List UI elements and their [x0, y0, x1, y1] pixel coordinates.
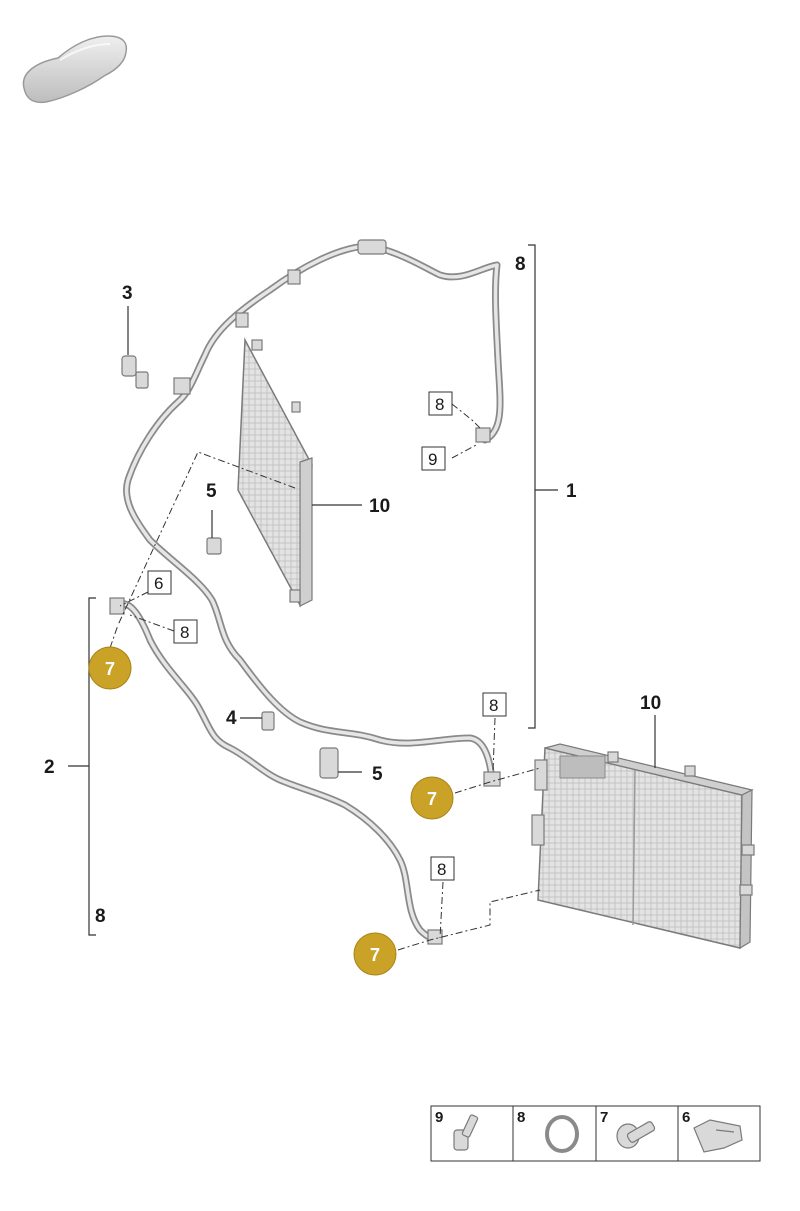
- o-ring-icon: [545, 1115, 579, 1153]
- condenser-upper: [237, 337, 313, 608]
- callout-8-top: 8: [515, 254, 526, 275]
- screw-icon: [616, 1121, 656, 1149]
- box-label-8-d: 8: [437, 860, 446, 879]
- leader-lines: [68, 244, 656, 936]
- callout-1: 1: [566, 481, 577, 502]
- refrigerant-line-1: [123, 239, 504, 787]
- callout-8-left: 8: [95, 906, 106, 927]
- vehicle-silhouette-icon: [22, 35, 128, 104]
- callout-numbers: 1 2 3 4 5 5 8 8 10 10: [44, 254, 661, 927]
- box-label-6: 6: [154, 574, 163, 593]
- refrigerant-line-2: [109, 597, 443, 945]
- circle-label-7-c: 7: [370, 945, 380, 965]
- callout-3: 3: [122, 283, 133, 304]
- circle-label-7-b: 7: [427, 789, 437, 809]
- callout-5-lower: 5: [372, 764, 383, 785]
- clip-part-4: [261, 711, 275, 731]
- box-label-8-a: 8: [435, 395, 444, 414]
- boxed-labels: 8 9 6 8 8 8: [147, 391, 507, 881]
- callout-10-lower: 10: [640, 693, 661, 714]
- bolt-icon: [453, 1114, 479, 1151]
- legend-label-9: 9: [435, 1109, 443, 1126]
- legend-label-8: 8: [517, 1109, 525, 1126]
- sensor-part-3: [121, 355, 149, 389]
- dash-callouts: [109, 403, 541, 951]
- box-label-8-c: 8: [489, 696, 498, 715]
- legend-label-6: 6: [682, 1109, 690, 1126]
- callout-4: 4: [226, 708, 237, 729]
- box-label-8-b: 8: [180, 623, 189, 642]
- bracket-part-5-lower: [319, 747, 339, 779]
- legend-label-7: 7: [600, 1109, 608, 1126]
- clip-icon: [693, 1119, 743, 1153]
- parts-legend: 9 8 7 6: [430, 1105, 761, 1162]
- circle-labels: 7 7 7: [88, 646, 454, 976]
- box-label-9: 9: [428, 450, 437, 469]
- callout-5-upper: 5: [206, 481, 217, 502]
- callout-2: 2: [44, 757, 55, 778]
- bracket-part-5-upper: [206, 537, 222, 555]
- callout-10-upper: 10: [369, 496, 390, 517]
- circle-label-7-a: 7: [105, 659, 115, 679]
- condenser-lower: [531, 743, 755, 950]
